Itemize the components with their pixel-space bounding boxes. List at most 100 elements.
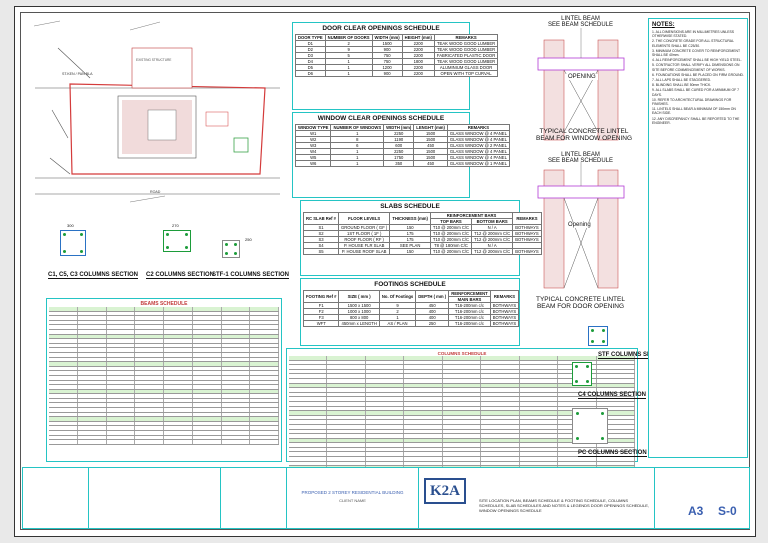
schedule-cell xyxy=(164,417,193,421)
schedule-cell xyxy=(443,461,482,466)
footing-col-remarks: REMARKS xyxy=(489,290,520,303)
schedule-cell xyxy=(481,360,520,365)
schedule-cell xyxy=(135,316,164,320)
schedule-cell xyxy=(250,334,279,339)
schedule-cell xyxy=(404,365,443,369)
footing-cell: 450mm x LENGTH xyxy=(338,320,380,327)
schedule-row xyxy=(49,357,279,363)
schedule-cell xyxy=(520,424,559,429)
schedule-cell xyxy=(193,366,222,371)
footings-schedule-table: FOOTING Ref # SIZE ( mm ) No. Of Footing… xyxy=(302,290,520,327)
schedule-cell xyxy=(366,457,405,461)
schedule-cell xyxy=(135,362,164,366)
schedule-row xyxy=(289,461,635,467)
schedule-cell xyxy=(597,420,635,424)
schedule-cell xyxy=(443,434,482,438)
schedule-cell xyxy=(289,378,328,383)
schedule-cell xyxy=(327,378,366,383)
schedule-cell xyxy=(289,420,328,424)
schedule-cell xyxy=(250,431,279,435)
slabs-schedule-table: RC SLAB Ref # FLOOR LEVELS THICKNESS (mm… xyxy=(302,212,542,255)
schedule-cell xyxy=(250,362,279,366)
schedule-cell xyxy=(481,397,520,401)
schedule-row xyxy=(49,352,279,358)
schedule-cell xyxy=(135,394,164,398)
schedule-cell xyxy=(366,434,405,438)
schedule-row xyxy=(49,440,279,445)
schedule-cell xyxy=(366,374,405,378)
schedule-row xyxy=(49,380,279,386)
door-col-type: DOOR TYPE xyxy=(295,34,326,41)
schedule-cell xyxy=(443,383,482,388)
stf-section-label: STF COLUMNS SECTION xyxy=(598,352,670,359)
slab-cell: T10 @ 200mm C/C xyxy=(429,248,473,255)
schedule-cell xyxy=(78,408,107,412)
schedule-cell xyxy=(78,329,107,334)
schedule-cell xyxy=(222,348,251,352)
schedule-cell xyxy=(366,415,405,420)
footing-cell: T16-200mm c/c xyxy=(448,314,491,321)
schedule-cell xyxy=(289,424,328,429)
schedule-cell xyxy=(49,389,78,394)
schedule-cell xyxy=(558,443,597,447)
schedule-row xyxy=(49,417,279,422)
schedule-cell xyxy=(164,339,193,343)
schedule-cell xyxy=(520,411,559,415)
schedule-cell xyxy=(327,424,366,429)
schedule-row xyxy=(289,365,635,370)
schedule-cell xyxy=(520,406,559,411)
schedule-cell xyxy=(481,443,520,447)
schedule-cell xyxy=(164,389,193,394)
window-cell: GLASS WINDOW @ 4 PANEL xyxy=(446,148,510,155)
schedule-cell xyxy=(222,307,251,311)
schedule-cell xyxy=(366,438,405,443)
schedule-cell xyxy=(222,362,251,366)
schedule-cell xyxy=(250,329,279,334)
schedule-cell xyxy=(404,356,443,360)
window-col-count: NUMBER OF WINDOWS xyxy=(330,124,385,131)
schedule-cell xyxy=(289,411,328,415)
schedule-cell xyxy=(78,339,107,343)
schedule-cell xyxy=(289,434,328,438)
schedule-cell xyxy=(597,429,635,434)
schedule-cell xyxy=(164,375,193,380)
schedule-cell xyxy=(222,398,251,403)
schedule-cell xyxy=(250,325,279,329)
schedule-cell xyxy=(135,339,164,343)
schedule-cell xyxy=(107,357,136,362)
slab-col-thickness: THICKNESS (mm) xyxy=(389,212,431,225)
schedule-cell xyxy=(481,457,520,461)
schedule-cell xyxy=(520,388,559,392)
schedule-cell xyxy=(443,369,482,374)
schedule-cell xyxy=(520,461,559,466)
notes-title: NOTES: xyxy=(652,22,675,28)
schedule-row xyxy=(289,374,635,379)
notes-panel: NOTES: 1. ALL DIMENSIONS ARE IN MILLIMET… xyxy=(648,18,748,458)
schedule-cell xyxy=(481,392,520,397)
schedule-cell xyxy=(597,374,635,378)
schedule-cell xyxy=(327,411,366,415)
door-col-count: NUMBER OF DOORS xyxy=(324,34,373,41)
schedule-cell xyxy=(481,438,520,443)
footing-cell: BOTHWAYS xyxy=(489,320,520,327)
schedule-cell xyxy=(222,389,251,394)
c4-column-section xyxy=(572,362,592,386)
schedule-cell xyxy=(404,457,443,461)
lintel-window-caption: TYPICAL CONCRETE LINTEL BEAM FOR WINDOW … xyxy=(536,128,633,142)
note-item: 7. ALL LAPS SHALL BE STAGGERED. xyxy=(652,78,712,83)
schedule-cell xyxy=(222,320,251,325)
schedule-cell xyxy=(443,401,482,406)
schedule-cell xyxy=(164,329,193,334)
schedule-row xyxy=(289,383,635,389)
schedule-cell xyxy=(164,362,193,366)
schedule-cell xyxy=(443,392,482,397)
footing-cell: BOTHWAYS xyxy=(489,314,520,321)
schedule-row xyxy=(289,378,635,384)
stf1-column-section xyxy=(222,240,240,258)
beams-table xyxy=(49,307,279,445)
site-note: EXISTING STRUCTURE xyxy=(136,58,172,62)
schedule-cell xyxy=(164,348,193,352)
schedule-cell xyxy=(107,343,136,348)
schedule-cell xyxy=(289,447,328,452)
